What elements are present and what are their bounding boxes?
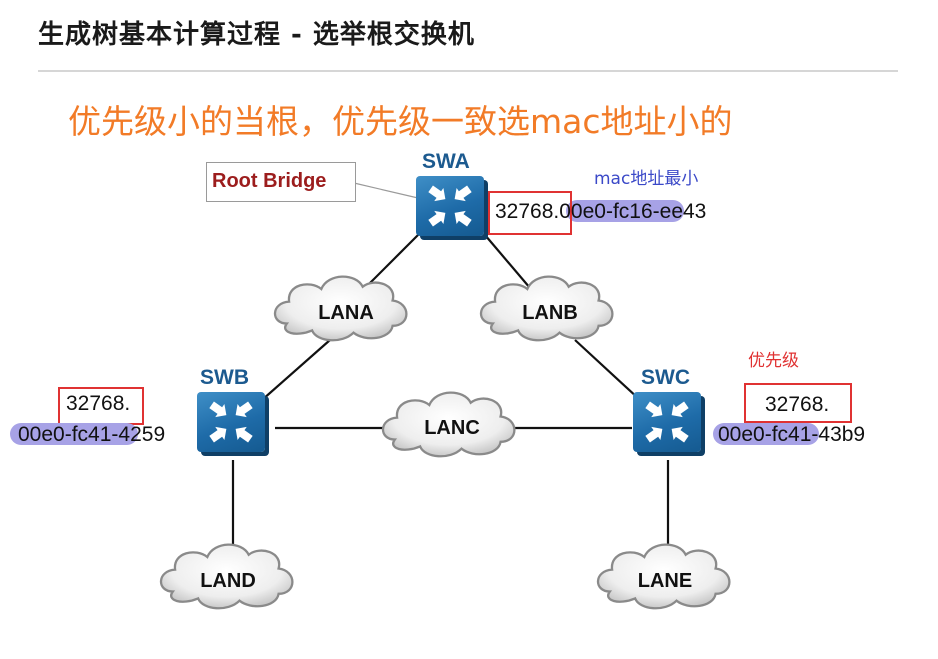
swc-mac-highlight: [713, 423, 819, 445]
swb-mac-highlight: [10, 423, 138, 445]
swc-mac-suffix: -43b9: [811, 423, 866, 446]
swc-label: SWC: [641, 366, 690, 389]
swa-mac-highlight: [566, 200, 684, 222]
swc-mac-prefix: 00e0-fc41: [718, 423, 812, 446]
lan-d-label: LAND: [200, 570, 256, 592]
swc-priority-box: [744, 383, 852, 423]
swb-priority: 32768.: [66, 392, 131, 415]
root-bridge-label: Root Bridge: [212, 170, 327, 192]
swb-mac-suffix: 4259: [118, 423, 166, 446]
swa-mac-prefix: 00e0-fc16: [559, 200, 653, 223]
swb-label: SWB: [200, 366, 249, 389]
swa-priority-box: [488, 191, 572, 235]
root-bridge-callout: [206, 162, 356, 202]
swa-bridge-id: 32768.00e0-fc16-ee43: [495, 200, 706, 224]
swa-mac-suffix: -ee43: [652, 200, 707, 223]
swc-switch-icon: [633, 392, 701, 452]
swb-mac-prefix: 00e0-fc41-: [18, 423, 119, 446]
swb-mac: 00e0-fc41-4259: [18, 423, 165, 447]
swc-priority: 32768.: [765, 393, 830, 416]
link-swa-lana: [364, 232, 421, 289]
link-lanb-swc: [574, 339, 641, 401]
slide-subtitle: 优先级小的当根，优先级一致选mac地址小的: [68, 102, 733, 141]
lan-b-label: LANB: [522, 302, 578, 324]
title-divider: [38, 70, 898, 72]
lan-e-label: LANE: [637, 570, 693, 592]
page-title: 生成树基本计算过程 - 选举根交换机: [38, 20, 475, 50]
priority-note: 优先级: [748, 351, 799, 371]
swa-switch-icon: [416, 176, 484, 236]
lan-a-label: LANA: [318, 302, 374, 324]
lan-c-label: LANC: [424, 417, 480, 439]
swa-label: SWA: [422, 150, 470, 173]
link-swa-lanb: [484, 234, 531, 289]
link-lana-swb: [261, 339, 331, 401]
root-bridge-callout-line: [353, 182, 419, 199]
swb-switch-icon: [197, 392, 265, 452]
swc-mac: 00e0-fc41-43b9: [718, 423, 865, 447]
mac-min-note: mac地址最小: [594, 169, 699, 189]
swa-priority: 32768.: [495, 200, 560, 223]
